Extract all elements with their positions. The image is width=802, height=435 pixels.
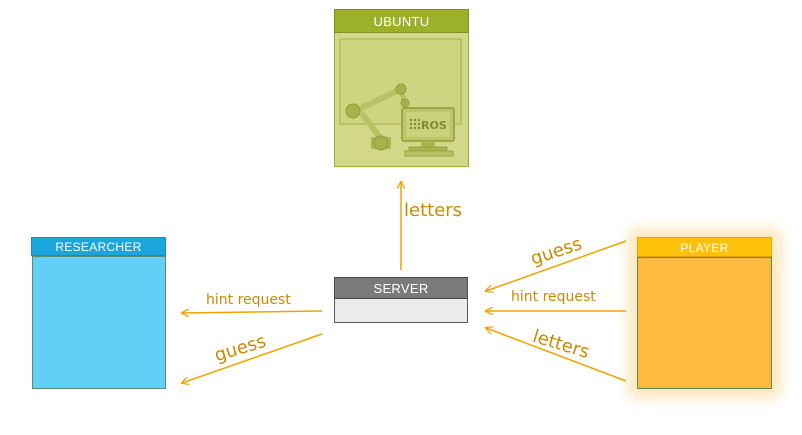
edge-label-hint-request-from-player: hint request <box>511 289 596 305</box>
server-title: SERVER <box>373 281 429 296</box>
ros-monitor-icon: ROS <box>401 107 455 157</box>
ubuntu-node-header: UBUNTU <box>334 9 469 33</box>
researcher-title: RESEARCHER <box>55 240 142 254</box>
edge-label-letters-to-ubuntu: letters <box>404 200 463 221</box>
edge-player-to-server-guess-arrow <box>486 240 627 291</box>
edge-server-to-researcher-guess-arrow <box>182 333 323 383</box>
player-node-header: PLAYER <box>637 237 772 257</box>
edge-player-to-server-letters-arrow <box>486 328 627 382</box>
ubuntu-title: UBUNTU <box>373 14 430 29</box>
researcher-node-body <box>32 256 166 389</box>
robot-arm-icon <box>345 83 410 151</box>
player-title: PLAYER <box>680 241 729 255</box>
ros-badge: ROS <box>421 119 447 132</box>
player-node-body <box>637 257 772 389</box>
robot-arm-ros-illustration: ROS <box>339 38 462 157</box>
edge-server-to-researcher-hint-arrow <box>182 311 323 313</box>
edge-label-hint-request-to-researcher: hint request <box>206 292 291 308</box>
server-node-body <box>334 299 468 323</box>
server-node-header: SERVER <box>334 277 468 299</box>
ubuntu-node-body: ROS <box>334 33 469 167</box>
researcher-node-header: RESEARCHER <box>31 237 166 256</box>
